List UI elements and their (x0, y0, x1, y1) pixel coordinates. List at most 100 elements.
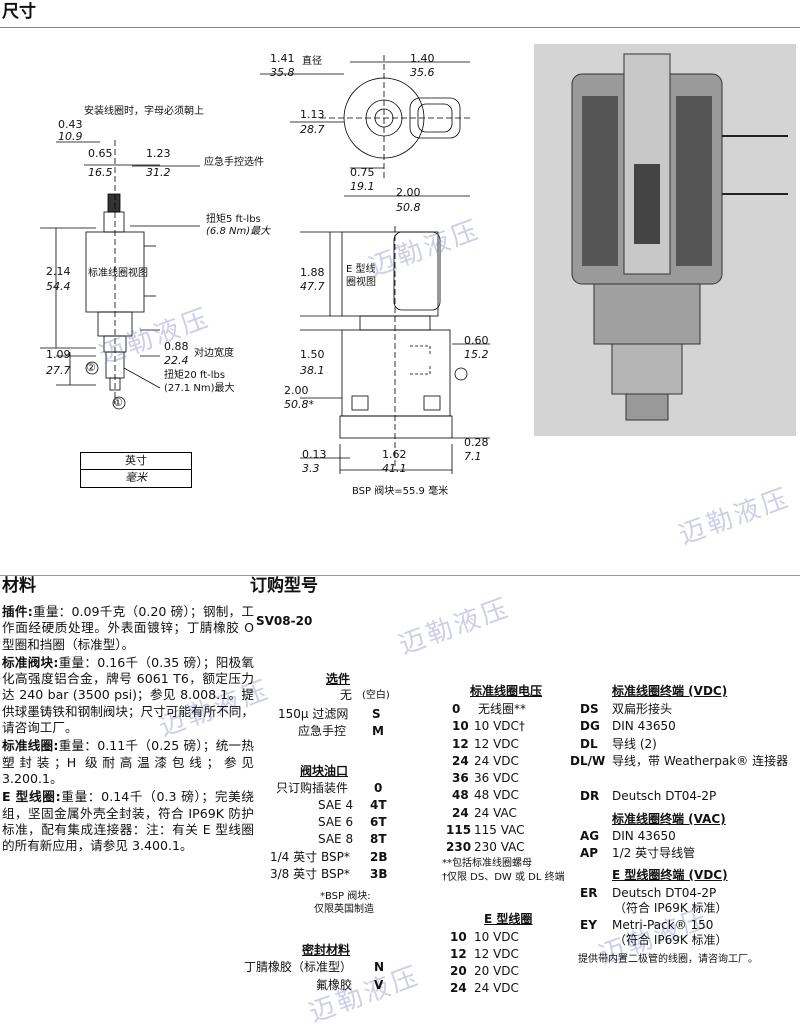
material-item: 标准线圈:重量：0.11千（0.25 磅）；统一热塑封装；H 级耐高温漆包线；参… (2, 738, 254, 786)
dimension-drawing (40, 55, 490, 474)
voltage-note-2: †仅限 DS、DW 或 DL 终端 (442, 872, 565, 883)
seal-code: V (374, 978, 384, 992)
dim-214: 2.14 (46, 265, 71, 278)
term-vdc-title: 标准线圈终端 (VDC) (612, 684, 728, 698)
dim-200b: 2.00 (284, 384, 309, 397)
legend-mm: 毫米 (125, 471, 147, 484)
voltage-value: 230 VAC (474, 840, 525, 854)
material-item: 插件:重量：0.09千克（0.20 磅）；钢制，工作面经硬质处理。外表面镀锌；丁… (2, 604, 254, 652)
option-code: (空白) (362, 690, 390, 701)
dim-065: 0.65 (88, 147, 113, 160)
dim-381: 38.1 (300, 364, 325, 377)
dim-043: 0.43 (58, 118, 83, 131)
port-name: 只订购插装件 (276, 781, 349, 795)
term-code: DS (580, 702, 599, 716)
ports-note-1: *BSP 阀块: (320, 891, 371, 902)
ecoil-code: 10 (450, 930, 467, 944)
model-prefix: SV08-20 (256, 614, 313, 628)
term-desc: DIN 43650 (612, 719, 676, 733)
option-code: S (372, 707, 381, 721)
term-desc: 导线 (2) (612, 737, 657, 751)
port-name: 1/4 英寸 BSP* (270, 850, 350, 864)
term-desc: DIN 43650 (612, 829, 676, 843)
dim-477: 47.7 (300, 280, 325, 293)
term-desc: 1/2 英寸导线管 (612, 846, 696, 860)
torque-coil: 扭矩5 ft-lbs (206, 214, 261, 225)
voltage-code: 24 (452, 754, 469, 768)
material-item: 标准阀块:重量：0.16千（0.35 磅）；阳极氧化高强度铝合金，牌号 6061… (2, 654, 254, 736)
term-e-title: E 型线圈终端 (VDC) (612, 868, 728, 882)
dim-188: 1.88 (300, 266, 325, 279)
term-vac-title: 标准线圈终端 (VAC) (612, 812, 726, 826)
port-code: 3B (370, 867, 388, 881)
ordering-title: 订购型号 (250, 576, 318, 596)
across-flats: 对边宽度 (194, 348, 234, 359)
option-name: 应急手控 (298, 724, 347, 738)
term-note: （符合 IP69K 标准） (614, 901, 728, 915)
dim-544: 54.4 (46, 280, 71, 293)
voltage-value: 48 VDC (474, 788, 519, 802)
port-code: 0 (374, 781, 383, 795)
dim-411: 41.1 (382, 462, 407, 475)
voltage-code: 115 (446, 823, 472, 837)
voltage-code: 12 (452, 737, 469, 751)
term-code: DR (580, 789, 600, 803)
dim-162: 1.62 (382, 448, 407, 461)
torque-cart-mm: (27.1 Nm)最大 (164, 383, 235, 394)
term-code: DG (580, 719, 600, 733)
seals-title: 密封材料 (302, 943, 351, 957)
voltage-value: 10 VDC† (474, 719, 525, 733)
voltage-code: 230 (446, 840, 472, 854)
voltage-value: 24 VDC (474, 754, 519, 768)
dim-088: 0.88 (164, 340, 189, 353)
dim-013: 0.13 (302, 448, 327, 461)
term-code: EY (580, 918, 597, 932)
term-code: DL/W (570, 754, 606, 768)
term-code: AG (580, 829, 600, 843)
term-note: （符合 IP69K 标准） (614, 933, 728, 947)
voltage-value: 115 VAC (474, 823, 525, 837)
voltage-code: 36 (452, 771, 469, 785)
port-code: 2B (370, 850, 388, 864)
section-rule (0, 575, 800, 576)
port-code: 6T (370, 815, 387, 829)
torque-coil-mm: (6.8 Nm)最大 (206, 226, 271, 237)
ecoil-code: 12 (450, 947, 467, 961)
dim-152: 15.2 (464, 348, 489, 361)
seal-code: N (374, 960, 385, 974)
term-desc: Metri-Pack® 150 (612, 918, 714, 932)
coil-view-label: 标准线圈视图 (88, 268, 148, 279)
port-name: SAE 8 (318, 832, 354, 846)
dim-358: 35.8 (270, 66, 295, 79)
voltage-code: 10 (452, 719, 469, 733)
term-code: AP (580, 846, 599, 860)
ecoil-title: E 型线圈 (484, 912, 533, 926)
dim-33: 3.3 (302, 462, 320, 475)
manifold-block (341, 329, 451, 417)
option-name: 150μ 过滤网 (278, 707, 349, 721)
dim-287: 28.7 (300, 123, 325, 136)
ports-title: 阀块油口 (300, 764, 349, 778)
dim-141: 1.41 (270, 52, 295, 65)
seal-name: 丁腈橡胶（标准型） (244, 960, 353, 974)
port-name: SAE 6 (318, 815, 354, 829)
ports-note-2: 仅限英国制造 (314, 904, 374, 915)
option-name: 无 (340, 688, 353, 702)
ecoil-code: 20 (450, 964, 467, 978)
header-rule (0, 27, 800, 28)
term-code: DL (580, 737, 598, 751)
diameter-label: 直径 (302, 56, 322, 67)
voltage-title: 标准线圈电压 (470, 684, 543, 698)
material-item: E 型线圈:重量：0.14千（0.3 磅）；完美绕组，坚固金属外壳全封装，符合 … (2, 789, 254, 854)
dim-312: 31.2 (146, 166, 171, 179)
voltage-code: 0 (452, 702, 461, 716)
dim-277: 27.7 (46, 364, 71, 377)
port-name: 3/8 英寸 BSP* (270, 867, 350, 881)
watermark: 迈勒液压 (395, 592, 515, 661)
port-1-marker: ① (113, 396, 123, 409)
dim-075: 0.75 (350, 166, 375, 179)
cutaway-image (534, 44, 796, 436)
voltage-value: 24 VAC (474, 806, 517, 820)
term-desc: 导线，带 Weatherpak® 连接器 (612, 754, 789, 768)
seal-name: 氟橡胶 (316, 978, 353, 992)
